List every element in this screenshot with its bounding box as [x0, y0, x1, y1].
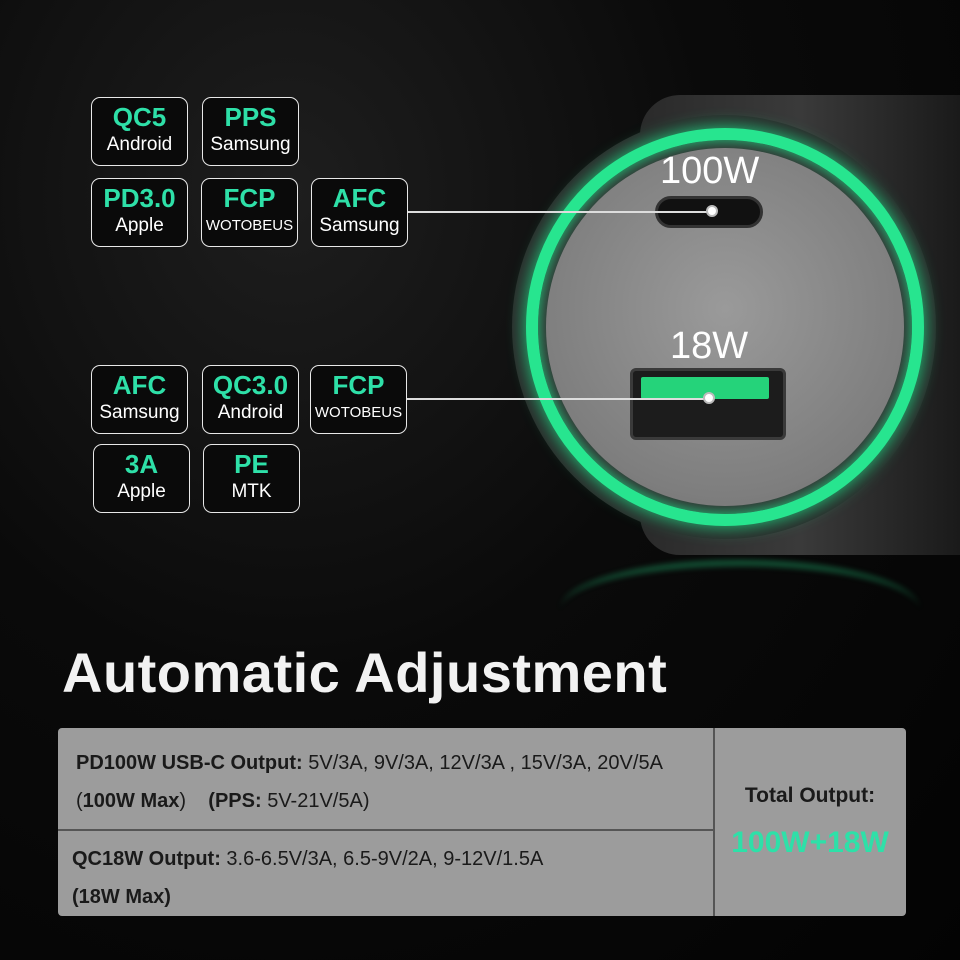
badge-title: QC5 — [112, 102, 167, 132]
badge-subtitle: Samsung — [210, 134, 291, 155]
badge-title: FCP — [332, 370, 385, 400]
pd-label: PD100W USB-C Output: — [76, 752, 303, 774]
badge-subtitle: MTK — [231, 481, 272, 502]
badge-title: AFC — [112, 370, 167, 400]
badge-title: PE — [234, 449, 269, 479]
output-spec-table: PD100W USB-C Output: 5V/3A, 9V/3A, 12V/3… — [58, 728, 906, 916]
badge-title: PD3.0 — [103, 183, 176, 213]
usb-a-connector-line — [406, 398, 710, 400]
usb-a-power-label: 18W — [670, 325, 749, 367]
protocol-badge: FCP WOTOBEUS — [310, 365, 407, 434]
page-heading: Automatic Adjustment — [62, 641, 668, 704]
total-output-value: 100W+18W — [731, 826, 889, 859]
badge-subtitle: Android — [106, 134, 173, 155]
badge-subtitle: Samsung — [319, 215, 400, 236]
usb-c-pointer-dot — [706, 205, 718, 217]
badge-subtitle: WOTOBEUS — [314, 404, 403, 421]
pps-label: (PPS: — [208, 790, 262, 812]
table-divider — [713, 728, 715, 916]
badge-title: FCP — [223, 183, 276, 213]
total-output-label: Total Output: — [744, 784, 876, 807]
usb-c-connector-line — [407, 211, 712, 213]
qc-values: 3.6-6.5V/3A, 6.5-9V/2A, 9-12V/1.5A — [220, 848, 544, 870]
usb-a-pointer-dot — [703, 392, 715, 404]
qc-label: QC18W Output: — [72, 848, 221, 870]
pd-max: 100W Max — [82, 790, 180, 812]
badge-subtitle: Apple — [117, 481, 166, 502]
badge-title: 3A — [124, 449, 159, 479]
pd-output-cell: PD100W USB-C Output: 5V/3A, 9V/3A, 12V/3… — [76, 744, 706, 820]
pd-close: ) — [179, 790, 187, 812]
usb-a-port — [630, 368, 786, 440]
protocol-badge: FCP WOTOBEUS — [201, 178, 298, 247]
table-divider — [58, 829, 713, 831]
badge-title: QC3.0 — [212, 370, 289, 400]
badge-subtitle: Samsung — [99, 402, 180, 423]
pps-value: 5V-21V/5A) — [261, 790, 370, 812]
usb-c-power-label: 100W — [660, 150, 760, 192]
badge-subtitle: Android — [217, 402, 284, 423]
pd-values: 5V/3A, 9V/3A, 12V/3A , 15V/3A, 20V/5A ( — [76, 752, 662, 812]
usb-a-port-tongue — [641, 377, 769, 399]
badge-title: PPS — [224, 102, 277, 132]
charger-reflection — [560, 560, 920, 660]
badge-title: AFC — [332, 183, 387, 213]
badge-subtitle: Apple — [115, 215, 164, 236]
badge-subtitle: WOTOBEUS — [205, 217, 294, 234]
qc-max: (18W Max) — [72, 886, 171, 908]
qc-output-cell: QC18W Output: 3.6-6.5V/3A, 6.5-9V/2A, 9-… — [72, 840, 702, 916]
